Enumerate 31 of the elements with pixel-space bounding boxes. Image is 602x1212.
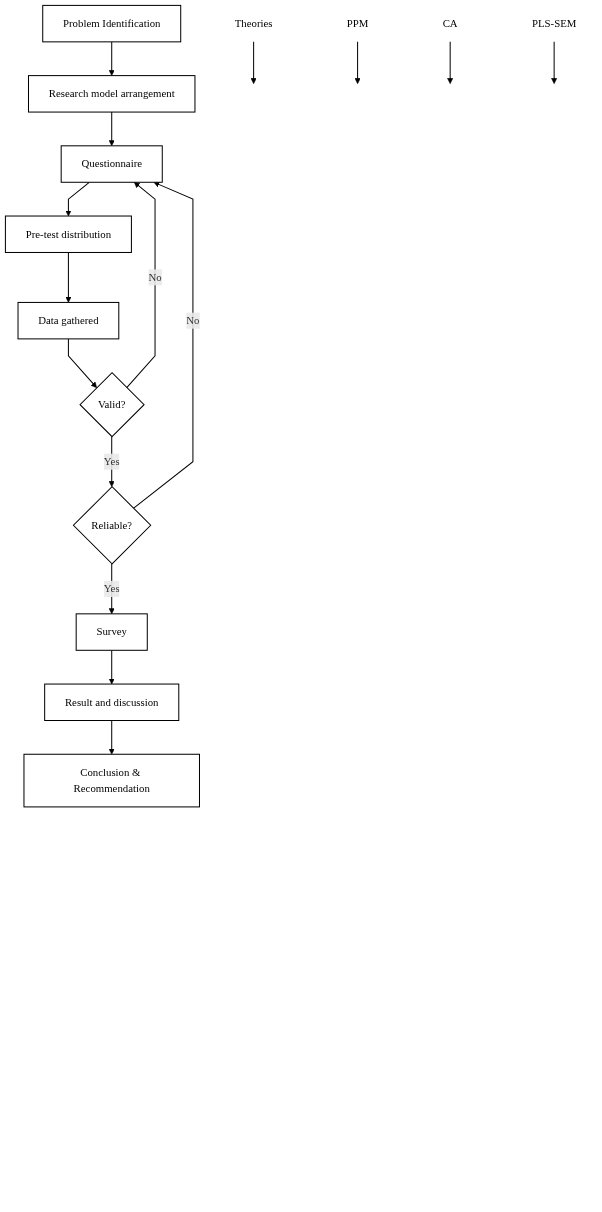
node-text: PLS-SEM — [531, 17, 577, 30]
edge-label: Yes — [103, 455, 120, 468]
node-diamond: Valid? — [79, 371, 145, 438]
arrow — [551, 41, 558, 84]
edge-label: Yes — [103, 582, 120, 595]
node-text: CA — [442, 17, 458, 30]
node-box: Survey — [75, 613, 148, 651]
arrow — [108, 111, 115, 147]
arrow — [67, 338, 97, 388]
arrow — [108, 649, 115, 685]
node-box: Result and discussion — [44, 683, 180, 721]
node-box: Data gathered — [17, 301, 120, 340]
arrow — [354, 41, 361, 84]
edge-label: No — [186, 314, 200, 327]
arrow — [132, 181, 194, 509]
node-box: Problem Identification — [42, 4, 182, 43]
arrow — [250, 41, 257, 84]
node-text: Theories — [234, 17, 273, 30]
node-box: Conclusion & Recommendation — [23, 753, 200, 808]
node-box: Research model arrangement — [28, 75, 196, 113]
node-text: PPM — [346, 17, 369, 30]
node-box: Pre-test distribution — [4, 215, 132, 253]
arrow — [447, 41, 454, 84]
arrow — [65, 181, 90, 217]
arrow — [108, 720, 115, 755]
arrow — [126, 182, 156, 389]
node-box: Questionnaire — [60, 145, 163, 183]
arrow — [65, 251, 72, 303]
edge-label: No — [148, 271, 162, 283]
node-diamond: Reliable? — [72, 485, 152, 565]
arrow — [108, 41, 115, 76]
